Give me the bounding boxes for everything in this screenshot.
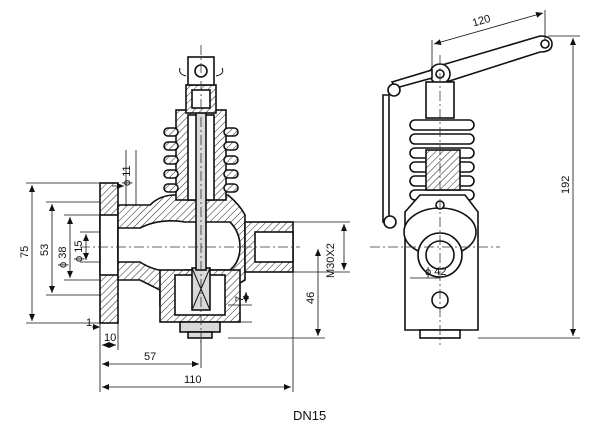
dim-120: 120: [471, 13, 492, 30]
dim-46: 46: [305, 292, 317, 304]
dim-phi-15: ϕ 15: [73, 241, 85, 262]
drawing-caption: DN15: [293, 408, 326, 423]
dim-110: 110: [184, 374, 202, 386]
lever-arm: [429, 35, 553, 85]
dim-53: 53: [39, 244, 51, 256]
spring-right: [223, 127, 239, 193]
dim-57: 57: [144, 351, 156, 363]
dim-1: 1: [86, 317, 92, 329]
dimension-labels: 120 192 75 53 ϕ 38 ϕ 15 ϕ 11 M30X2 46 7 …: [19, 13, 572, 386]
link-rod: [382, 94, 390, 223]
dim-192: 192: [560, 176, 572, 194]
side-view: [370, 35, 553, 345]
drain-plug: [179, 321, 221, 333]
dim-phi-42: ϕ 42: [425, 266, 446, 278]
dim-m30x2: M30X2: [325, 243, 337, 278]
dim-75: 75: [19, 246, 31, 258]
dim-phi-11: ϕ 11: [121, 165, 133, 186]
dimension-lines: [26, 10, 580, 392]
dim-phi-38: ϕ 38: [57, 247, 69, 268]
spring-left: [163, 127, 179, 193]
dim-10: 10: [104, 332, 116, 344]
side-spring: [409, 119, 475, 201]
front-section-view: [80, 45, 300, 345]
dim-7: 7: [234, 296, 246, 302]
